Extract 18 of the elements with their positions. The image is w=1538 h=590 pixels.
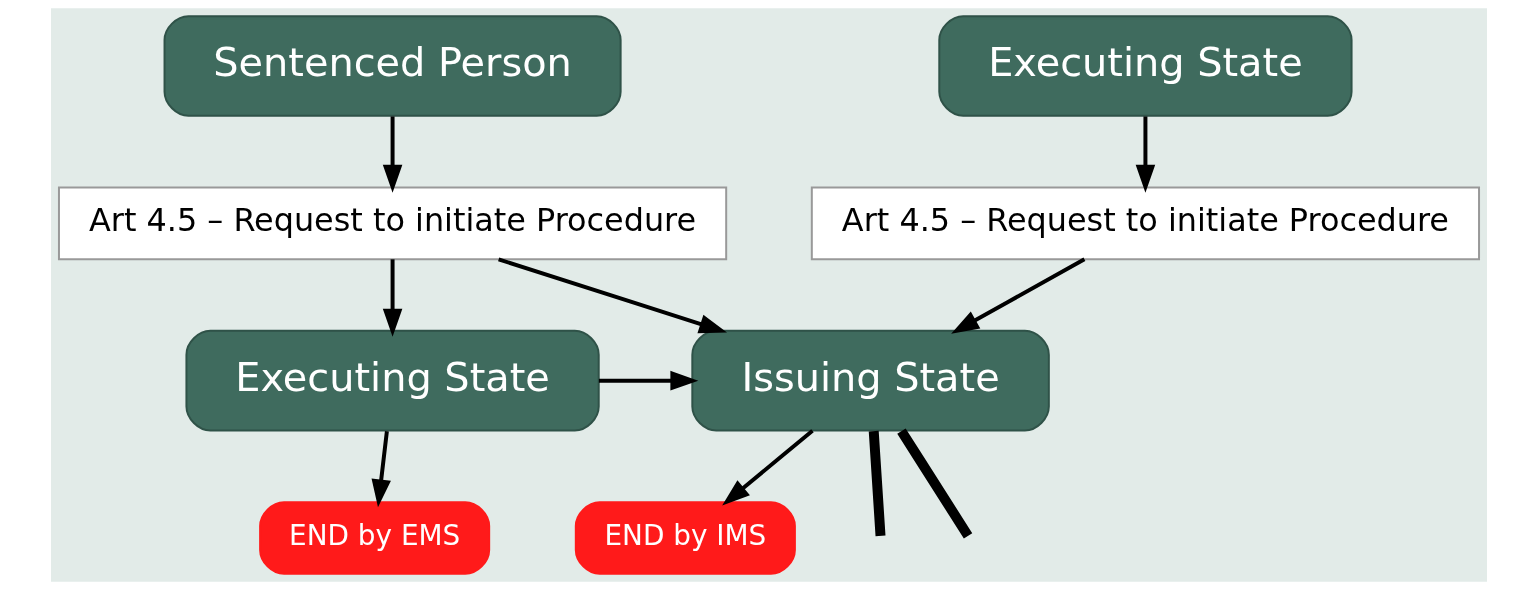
arrow <box>598 370 699 391</box>
arrow <box>382 116 403 193</box>
arrow <box>951 257 1086 334</box>
node-box: Executing State <box>938 15 1353 117</box>
arrow <box>1135 116 1156 193</box>
node-box: Sentenced Person <box>163 15 622 117</box>
connector <box>868 430 886 537</box>
node-box: END by IMS <box>574 501 796 575</box>
node-box: Issuing State <box>691 329 1050 432</box>
arrow <box>722 429 814 506</box>
arrow <box>498 257 727 334</box>
arrow <box>382 259 403 337</box>
connector <box>897 428 973 539</box>
node-box: END by EMS <box>259 501 491 575</box>
node-box: Art 4.5 – Request to initiate Procedure <box>810 186 1481 261</box>
node-box: Executing State <box>185 329 600 432</box>
node-box: Art 4.5 – Request to initiate Procedure <box>57 186 728 261</box>
arrow <box>371 430 391 508</box>
